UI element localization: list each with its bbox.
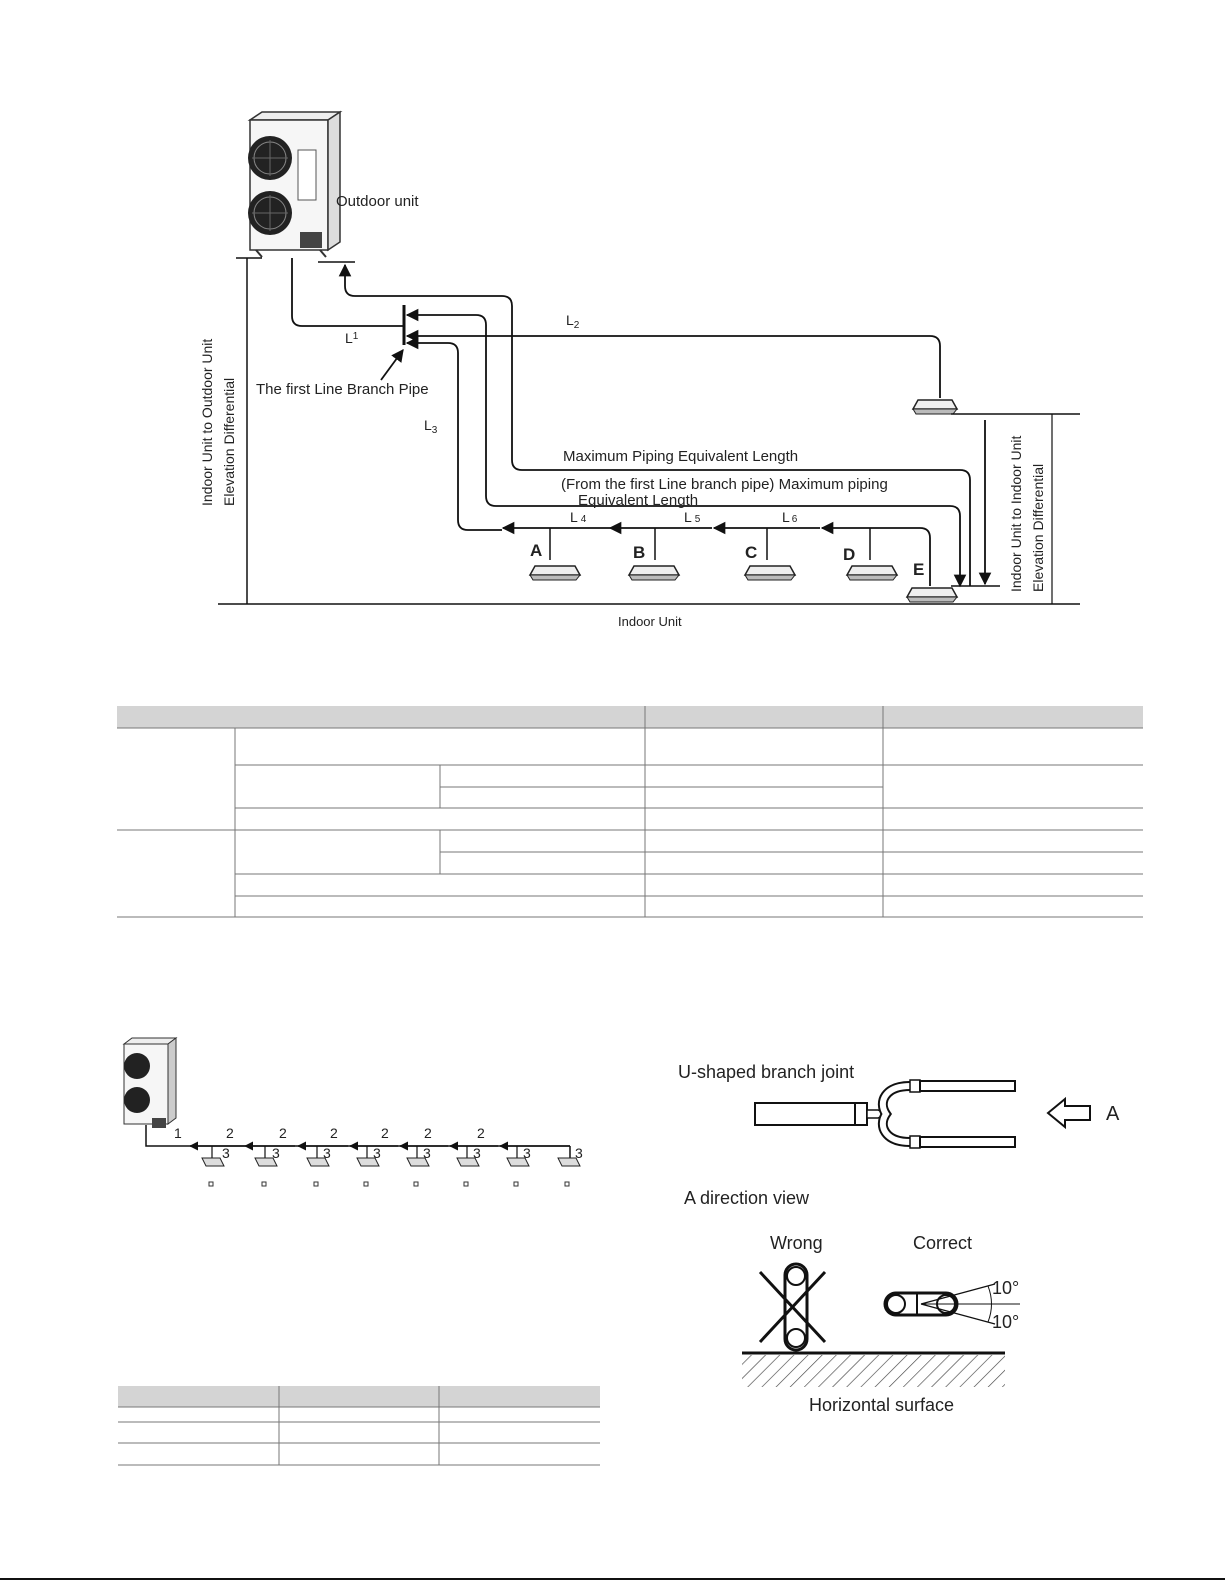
unit-a-label: A (530, 541, 542, 560)
from-first-branch-label-1: (From the first Line branch pipe) Maximu… (561, 476, 888, 493)
piping-spec-table (117, 706, 1143, 918)
segment-label: 3 (523, 1145, 531, 1161)
from-first-branch-label-2: Equivalent Length (578, 492, 698, 509)
correct-orientation-icon (883, 1283, 1020, 1325)
indoor-unit-icon (905, 587, 959, 603)
horizontal-surface-label: Horizontal surface (809, 1395, 954, 1415)
segment-label: 3 (222, 1145, 230, 1161)
indoor-unit-icon (911, 399, 959, 415)
correct-label: Correct (913, 1233, 972, 1253)
outdoor-unit-label: Outdoor unit (336, 193, 419, 210)
segment-label: 2 (381, 1125, 389, 1141)
segment-label: 3 (473, 1145, 481, 1161)
unit-d-label: D (843, 545, 855, 564)
branch-spec-table (118, 1386, 600, 1466)
indoor-unit-icon (845, 565, 899, 581)
segment-label: 3 (272, 1145, 280, 1161)
direction-view-label: A direction view (684, 1188, 810, 1208)
segment-label: 2 (477, 1125, 485, 1141)
segment-label: 3 (423, 1145, 431, 1161)
wrong-orientation-icon (758, 1262, 827, 1352)
right-elevation-label-2: Elevation Differential (1030, 464, 1046, 592)
wrong-label: Wrong (770, 1233, 823, 1253)
u-shaped-joint-icon (754, 1079, 1016, 1149)
page-bottom-rule (0, 1578, 1225, 1580)
l3-label: L3 (424, 417, 438, 436)
direction-a-label: A (1106, 1103, 1120, 1125)
angle-bottom-label: 10° (992, 1312, 1019, 1332)
indoor-units: 3 3 3 3 3 3 (201, 1145, 583, 1187)
segment-label: 3 (575, 1145, 583, 1161)
segment-label: 2 (330, 1125, 338, 1141)
left-elevation-label-2: Elevation Differential (221, 378, 237, 506)
piping-length-diagram: Outdoor unit Indoor Unit to Outdoor Unit… (199, 110, 1080, 629)
right-elevation-label-1: Indoor Unit to Indoor Unit (1008, 435, 1024, 592)
horizontal-surface-hatch (742, 1355, 1005, 1387)
indoor-unit-icon (743, 565, 797, 581)
segment-label: 2 (279, 1125, 287, 1141)
outdoor-unit-icon (247, 110, 343, 258)
unit-b-label: B (633, 543, 645, 562)
outdoor-unit-icon (122, 1037, 178, 1128)
segment-label: 3 (323, 1145, 331, 1161)
unit-c-label: C (745, 543, 757, 562)
l2-label: L2 (566, 312, 580, 331)
u-shaped-label: U-shaped branch joint (678, 1062, 854, 1082)
first-branch-pipe-label: The first Line Branch Pipe (256, 381, 429, 398)
angle-top-label: 10° (992, 1278, 1019, 1298)
max-equiv-length-label: Maximum Piping Equivalent Length (563, 448, 798, 465)
segment-label: 2 (424, 1125, 432, 1141)
indoor-unit-label: Indoor Unit (618, 614, 682, 629)
indoor-unit-icon (528, 565, 582, 581)
branch-connection-diagram: 1 2 2 2 2 2 2 3 3 3 3 (122, 1037, 583, 1187)
segment-label: 3 (373, 1145, 381, 1161)
unit-e-label: E (913, 560, 924, 579)
left-elevation-label-1: Indoor Unit to Outdoor Unit (199, 339, 215, 506)
indoor-unit-icon (627, 565, 681, 581)
l1-label: L1 (345, 330, 359, 346)
segment-label: 1 (174, 1125, 182, 1141)
u-shaped-branch-joint-diagram: U-shaped branch joint A A direction view… (678, 1062, 1120, 1415)
segment-label: 2 (226, 1125, 234, 1141)
direction-arrow-icon (1046, 1096, 1091, 1130)
